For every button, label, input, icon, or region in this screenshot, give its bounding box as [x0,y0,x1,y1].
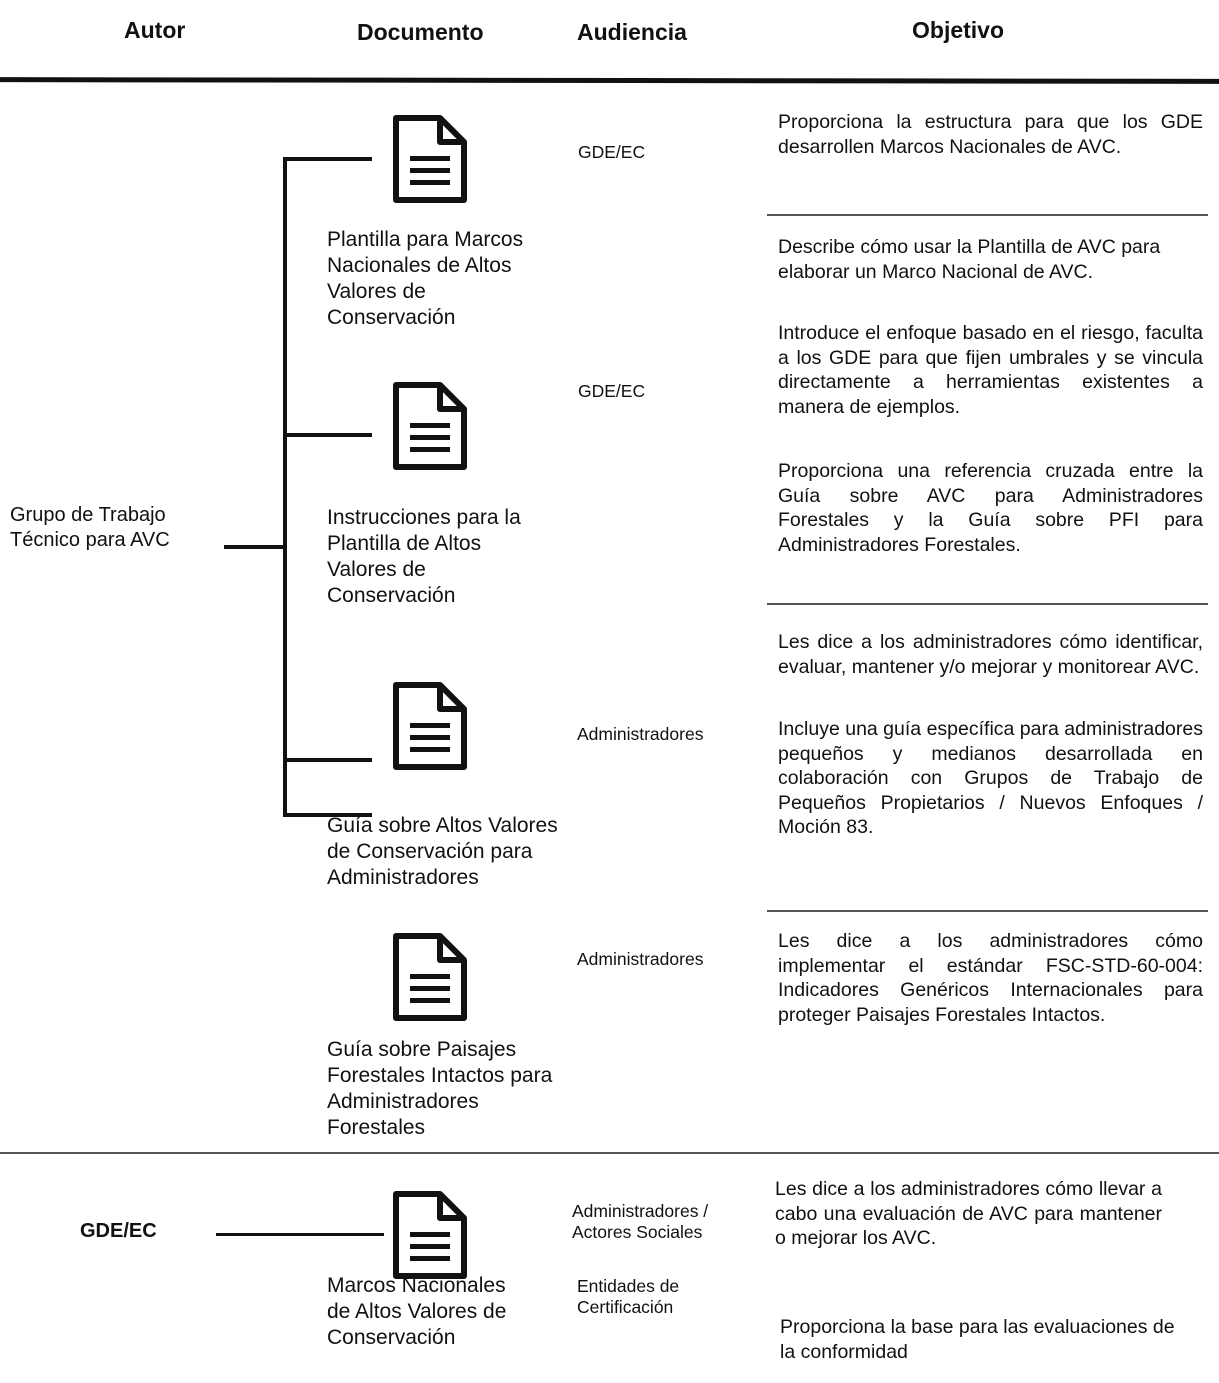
tree-branch-4 [283,813,372,817]
objective-text: Les dice a los administradores cómo impl… [778,930,1203,1026]
tree-branch-3 [283,758,372,762]
audience-label: GDE/EC [578,381,646,401]
objective-text: Introduce el enfoque basado en el riesgo… [778,322,1203,418]
audience-label: Administradores [577,949,704,969]
document-title: Guía sobre Paisajes Forestales Intactos … [327,1038,553,1139]
header-autor: Autor [124,17,186,43]
document-icon [393,382,467,470]
tree-root-connector [224,545,285,549]
document-title: Marcos Nacionales de Altos Valores de Co… [327,1274,507,1349]
audience-label: GDE/EC [578,142,646,162]
header-audiencia: Audiencia [577,19,687,45]
author-group: Grupo de Trabajo Técnico para AVC [10,504,170,551]
document-icon [393,1191,467,1279]
objective-divider [767,603,1208,605]
audience-label: Administradores [577,724,704,744]
document-title: Guía sobre Altos Valores de Conservación… [327,814,558,889]
document-title: Plantilla para Marcos Nacionales de Alto… [327,228,524,329]
tree-trunk [283,157,287,816]
tree-branch-2 [283,433,372,437]
gde-connector [216,1233,384,1236]
objective-text: Incluye una guía específica para adminis… [778,718,1203,838]
author-gde: GDE/EC [80,1220,157,1242]
objective-text: Proporciona la estructura para que los G… [778,111,1203,158]
document-icon [393,682,467,770]
objective-text: Les dice a los administradores cómo iden… [778,631,1203,678]
document-icon [393,115,467,203]
objective-text: Describe cómo usar la Plantilla de AVC p… [778,236,1161,283]
section-divider [0,1152,1219,1154]
audience-label: Entidades de Certificación [577,1276,680,1317]
document-title: Instrucciones para la Plantilla de Altos… [327,506,521,607]
objective-divider [767,910,1208,912]
objective-divider [767,214,1208,216]
objective-text: Proporciona una referencia cruzada entre… [778,460,1203,556]
objective-text: Les dice a los administradores cómo llev… [775,1178,1162,1249]
header-divider [0,77,1219,84]
header-documento: Documento [357,19,484,45]
tree-branch-1 [283,157,372,161]
header-objetivo: Objetivo [912,17,1005,43]
audience-label: Administradores / Actores Sociales [572,1201,709,1242]
document-icon [393,933,467,1021]
objective-text: Proporciona la base para las evaluacione… [780,1316,1175,1363]
